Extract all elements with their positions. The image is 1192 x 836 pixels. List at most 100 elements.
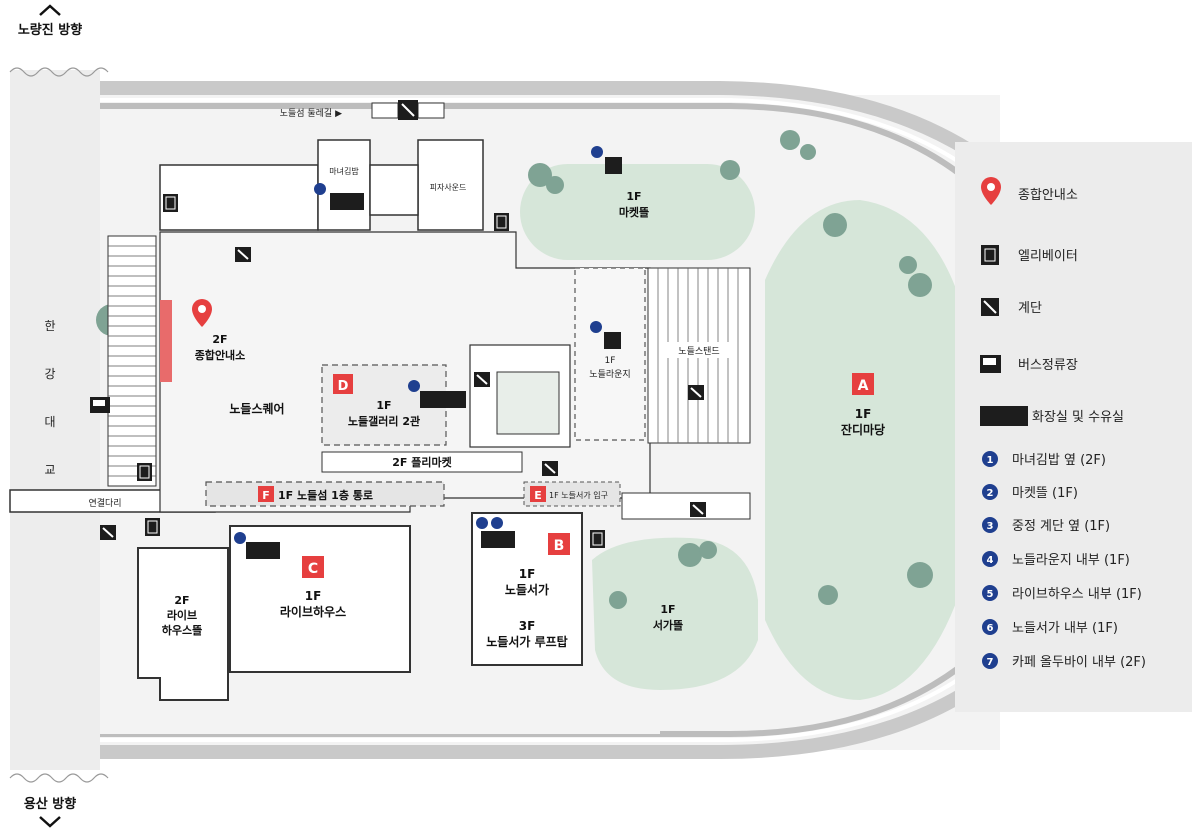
connector-label: 연결다리 (88, 498, 121, 509)
livehouse-garden-floor: 2F (174, 594, 189, 607)
zone-f-badge: F (258, 486, 274, 502)
info-center-floor: 2F (212, 333, 227, 346)
legend-bus-stop-icon (980, 355, 1001, 373)
zone-a-name: 잔디마당 (841, 422, 885, 437)
nodeul-stand-stairs (647, 267, 751, 444)
market-floor: 1F (626, 190, 641, 203)
north-arrow-icon (39, 4, 61, 16)
zone-a-badge: A (852, 373, 874, 395)
info-center-bar (160, 300, 172, 382)
walkway-label: 노들섬 둘레길 ▶ (280, 108, 342, 119)
bridge-name: 한 강 대 교 (44, 319, 55, 477)
legend-symbol-label: 엘리베이터 (1018, 249, 1078, 264)
bridge-strip (10, 70, 100, 770)
legend-symbol-label: 버스정류장 (1018, 358, 1078, 373)
nodeul-lounge (574, 267, 646, 441)
svg-text:4: 4 (987, 555, 994, 566)
zone-e-name: 1F 노들서가 입구 (549, 491, 608, 500)
south-direction: 용산 방향 (24, 796, 76, 812)
water-wave-bottom (9, 773, 109, 783)
svg-text:강: 강 (44, 367, 55, 381)
stand-label: 노들스탠드 (678, 346, 719, 357)
legend-elevator-icon (981, 245, 999, 265)
seogatteul-label: 서가뜰 (653, 618, 683, 632)
svg-text:A: A (858, 378, 869, 394)
market-label: 마켓뜰 (619, 205, 649, 219)
legend-symbol-label: 계단 (1018, 301, 1042, 316)
svg-text:B: B (554, 538, 565, 554)
seogatteul-floor: 1F (660, 603, 675, 616)
svg-text:E: E (534, 489, 542, 502)
legend-panel (955, 142, 1192, 712)
zone-b-line2: 노들서가 (505, 582, 549, 597)
flea-market (321, 451, 523, 473)
north-direction: 노량진 방향 (18, 22, 82, 38)
building-northwest (159, 164, 319, 231)
pizza-label: 피자사운드 (430, 183, 467, 192)
svg-text:마켓뜰 (1F): 마켓뜰 (1F) (1012, 486, 1078, 501)
zone-c-floor: 1F (305, 589, 322, 603)
legend-restroom-list: 1 마녀김밥 옆 (2F) 2 마켓뜰 (1F) 3 중정 계단 옆 (1F) … (982, 451, 1146, 670)
courtyard-inner (496, 371, 560, 435)
legend-stairs-icon (981, 298, 999, 316)
zone-a-floor: 1F (855, 407, 872, 421)
zone-b-line4: 노들서가 루프탑 (486, 634, 567, 649)
livehouse-building (229, 525, 411, 673)
passage-zone-f (205, 481, 445, 507)
svg-text:대: 대 (44, 415, 55, 429)
livehouse-garden-l2: 하우스뜰 (162, 623, 202, 637)
livehouse-garden-l1: 라이브 (167, 608, 197, 622)
zone-c-name: 라이브하우스 (280, 604, 346, 619)
svg-text:2: 2 (987, 488, 994, 499)
flea-market-label: 2F 플리마켓 (392, 455, 451, 469)
svg-text:7: 7 (987, 657, 994, 668)
legend-symbol-label: 종합안내소 (1018, 188, 1078, 203)
restroom-markers (234, 146, 622, 559)
water-wave-top (9, 67, 109, 77)
zone-e-badge: E (530, 486, 546, 502)
zone-c-badge: C (302, 556, 324, 578)
south-arrow-icon (39, 816, 61, 828)
east-stairs (621, 492, 751, 520)
svg-text:카페 올두바이 내부 (2F): 카페 올두바이 내부 (2F) (1012, 655, 1146, 670)
market-garden (520, 164, 755, 260)
svg-text:F: F (262, 489, 270, 502)
zone-f-name: 1F 노들섬 1층 통로 (278, 488, 373, 502)
zone-b-badge: B (548, 533, 570, 555)
svg-text:라이브하우스 내부 (1F): 라이브하우스 내부 (1F) (1012, 587, 1142, 602)
kimbap-building (317, 139, 371, 231)
svg-text:교: 교 (44, 463, 55, 477)
lawn-madang (765, 200, 975, 700)
svg-text:중정 계단 옆 (1F): 중정 계단 옆 (1F) (1012, 519, 1110, 534)
legend-symbol-label: 화장실 및 수유실 (1032, 410, 1124, 425)
legend-restroom-icon (980, 406, 1028, 426)
building-connector (369, 164, 419, 216)
svg-text:노들라운지 내부 (1F): 노들라운지 내부 (1F) (1012, 553, 1130, 568)
elevator-icon (137, 194, 605, 548)
zone-d-badge: D (333, 374, 353, 394)
zone-d-name: 노들갤러리 2관 (348, 414, 420, 428)
west-stairs (107, 235, 157, 487)
svg-text:3: 3 (987, 521, 994, 532)
zone-b-line1: 1F (519, 567, 536, 581)
lounge-floor: 1F (605, 356, 616, 366)
svg-text:6: 6 (987, 623, 994, 634)
svg-text:C: C (308, 561, 318, 577)
svg-text:한: 한 (44, 319, 55, 333)
svg-text:D: D (338, 379, 349, 394)
livehouse-garden-building (137, 547, 229, 701)
zone-d-floor: 1F (376, 399, 391, 412)
info-center-pin-icon (192, 299, 212, 327)
svg-text:노들서가 내부 (1F): 노들서가 내부 (1F) (1012, 621, 1118, 636)
svg-text:5: 5 (987, 589, 994, 600)
svg-text:1: 1 (987, 455, 994, 466)
walkway-stairs (371, 100, 445, 120)
lounge-label: 노들라운지 (589, 369, 630, 380)
legend-pin-icon (981, 177, 1001, 205)
stairs-icon (100, 247, 706, 540)
zone-b-line3: 3F (519, 619, 536, 633)
seogatteul-garden (592, 537, 758, 690)
info-center-label: 종합안내소 (195, 348, 246, 362)
bus-stop-icon (90, 397, 110, 413)
kimbap-label: 마녀김밥 (329, 166, 359, 176)
